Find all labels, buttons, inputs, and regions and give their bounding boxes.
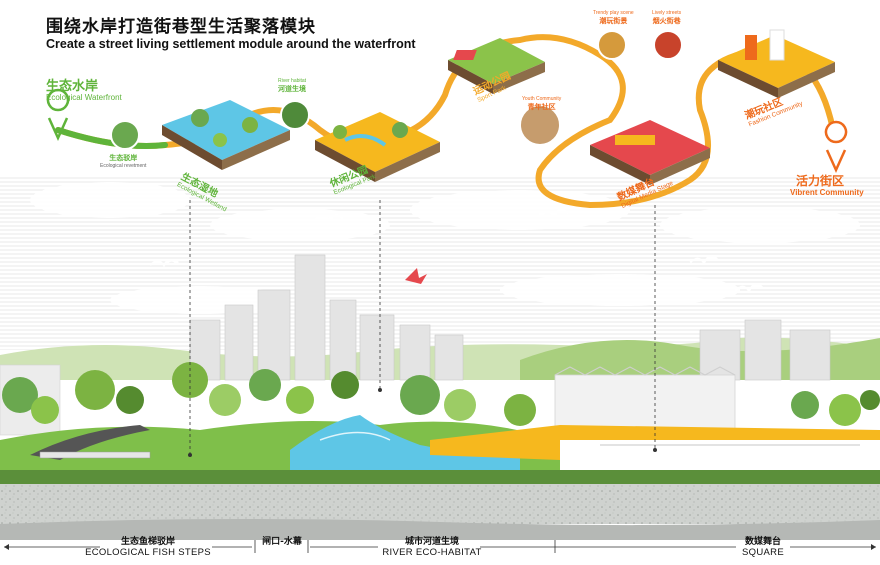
section-fish-steps: 生态鱼梯驳岸 ECOLOGICAL FISH STEPS — [85, 537, 211, 558]
module-block-stage — [590, 120, 710, 185]
module-block-park — [315, 112, 440, 182]
module-block-fashion — [718, 29, 835, 98]
section-river-habitat: 城市河道生境 RIVER ECO-HABITAT — [382, 537, 482, 558]
route-end-label: 活力街区 — [796, 174, 845, 188]
page-subtitle: Create a street living settlement module… — [46, 37, 416, 51]
small-label-lively: Lively streets 烟火街巷 — [652, 10, 682, 25]
small-label-trendy: Trendy play scene 潮玩街景 — [593, 10, 634, 25]
route-start-label: 生态水岸 — [46, 79, 99, 94]
module-block-sport — [448, 38, 545, 94]
section-square: 数媒舞台 SQUARE — [742, 537, 784, 558]
module-block-wetland — [162, 100, 290, 170]
route-start-sublabel: Ecological Waterfront — [46, 93, 122, 102]
page-title: 围绕水岸打造街巷型生活聚落模块 — [46, 17, 316, 37]
section-sluice: 闸口-水幕 — [262, 537, 302, 547]
small-label-revetment: 生态驳岸 Ecological revetment — [100, 154, 147, 169]
small-label-habitat: River habitat 河道生境 — [278, 78, 307, 93]
small-label-youth: Youth Community 青年社区 — [522, 96, 562, 111]
route-end-sublabel: Vibrent Community — [790, 188, 864, 197]
